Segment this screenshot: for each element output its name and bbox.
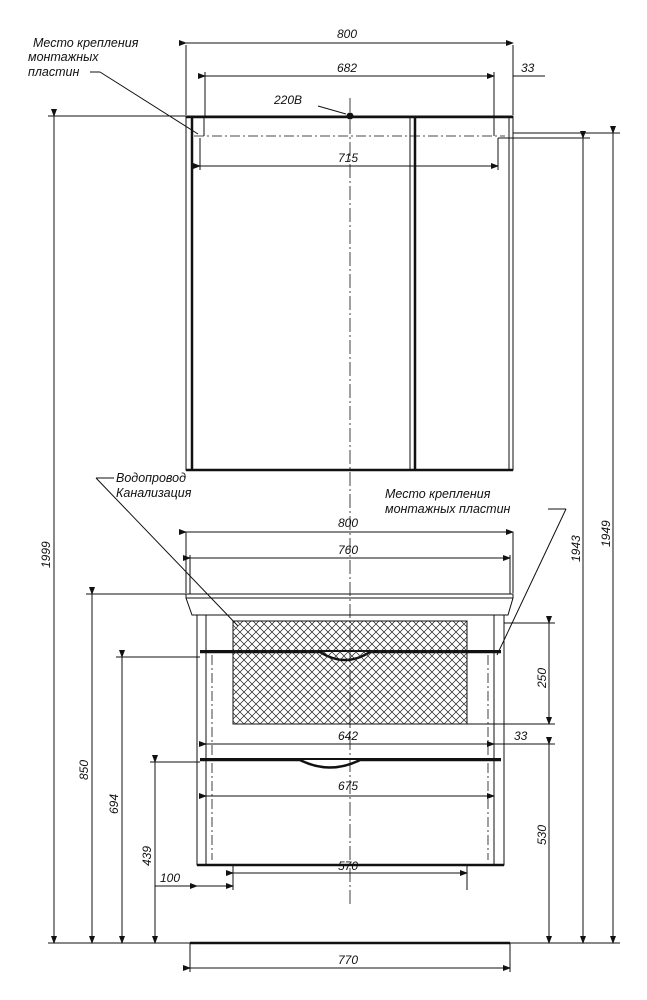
dim-mirror-plate-span: 682 [198, 61, 495, 118]
dim-height-694: 694 [107, 650, 200, 944]
svg-text:800: 800 [338, 516, 358, 530]
svg-text:пластин: пластин [28, 65, 79, 79]
svg-text:800: 800 [337, 27, 357, 41]
svg-text:570: 570 [338, 859, 358, 873]
dim-height-1943: 1943 [498, 131, 620, 944]
dim-drawer-bottom-height: 530 [504, 737, 555, 944]
svg-text:Водопровод: Водопровод [116, 471, 186, 485]
dim-base-width: 770 [183, 943, 511, 972]
dim-mirror-inner: 715 [193, 138, 499, 170]
svg-text:33: 33 [521, 61, 535, 75]
svg-text:682: 682 [337, 61, 357, 75]
callout-mount-plates-bottom: Место крепления монтажных пластин [385, 487, 567, 656]
dim-drawer-width: 675 [199, 779, 495, 799]
dim-vanity-basin: 760 [183, 543, 511, 594]
dim-mirror-offset: 33 [513, 61, 545, 77]
callout-plumbing: Водопровод Канализация [95, 471, 239, 627]
svg-text:642: 642 [338, 729, 358, 743]
svg-text:715: 715 [338, 151, 358, 165]
svg-text:530: 530 [535, 825, 549, 845]
dim-foot-span: 570 [226, 859, 468, 890]
power-point-icon [346, 112, 354, 120]
svg-text:1949: 1949 [599, 520, 613, 547]
dim-total-height: 1999 [39, 109, 192, 944]
svg-text:33: 33 [514, 729, 528, 743]
svg-text:250: 250 [535, 668, 549, 689]
plumbing-zone [232, 620, 468, 725]
svg-text:100: 100 [160, 871, 180, 885]
svg-text:770: 770 [338, 953, 358, 967]
svg-text:1943: 1943 [569, 535, 583, 562]
dim-height-850: 850 [77, 587, 186, 944]
callout-mount-plates-top: Место крепления монтажных пластин [28, 36, 199, 135]
svg-text:монтажных: монтажных [28, 50, 99, 64]
svg-text:760: 760 [338, 543, 358, 557]
svg-text:монтажных пластин: монтажных пластин [385, 502, 511, 516]
svg-text:1999: 1999 [39, 541, 53, 568]
mirror-cabinet [185, 115, 514, 472]
dim-side-offset: 100 [155, 871, 234, 889]
svg-text:439: 439 [140, 846, 154, 866]
svg-text:850: 850 [77, 760, 91, 780]
svg-text:675: 675 [338, 779, 358, 793]
svg-text:694: 694 [107, 794, 121, 814]
dim-height-1949: 1949 [513, 126, 620, 944]
power-label: 220В [273, 93, 302, 107]
dim-vanity-width: 800 [179, 516, 514, 593]
dim-vanity-plate-span: 642 33 [199, 729, 540, 747]
svg-text:Место крепления: Место крепления [33, 36, 139, 50]
dim-mirror-width: 800 [179, 27, 514, 115]
dim-drawer-top-height: 250 [467, 616, 555, 725]
dim-height-439: 439 [140, 755, 200, 944]
vanity-cabinet [185, 593, 514, 945]
svg-text:Канализация: Канализация [116, 486, 192, 500]
svg-text:Место крепления: Место крепления [385, 487, 491, 501]
